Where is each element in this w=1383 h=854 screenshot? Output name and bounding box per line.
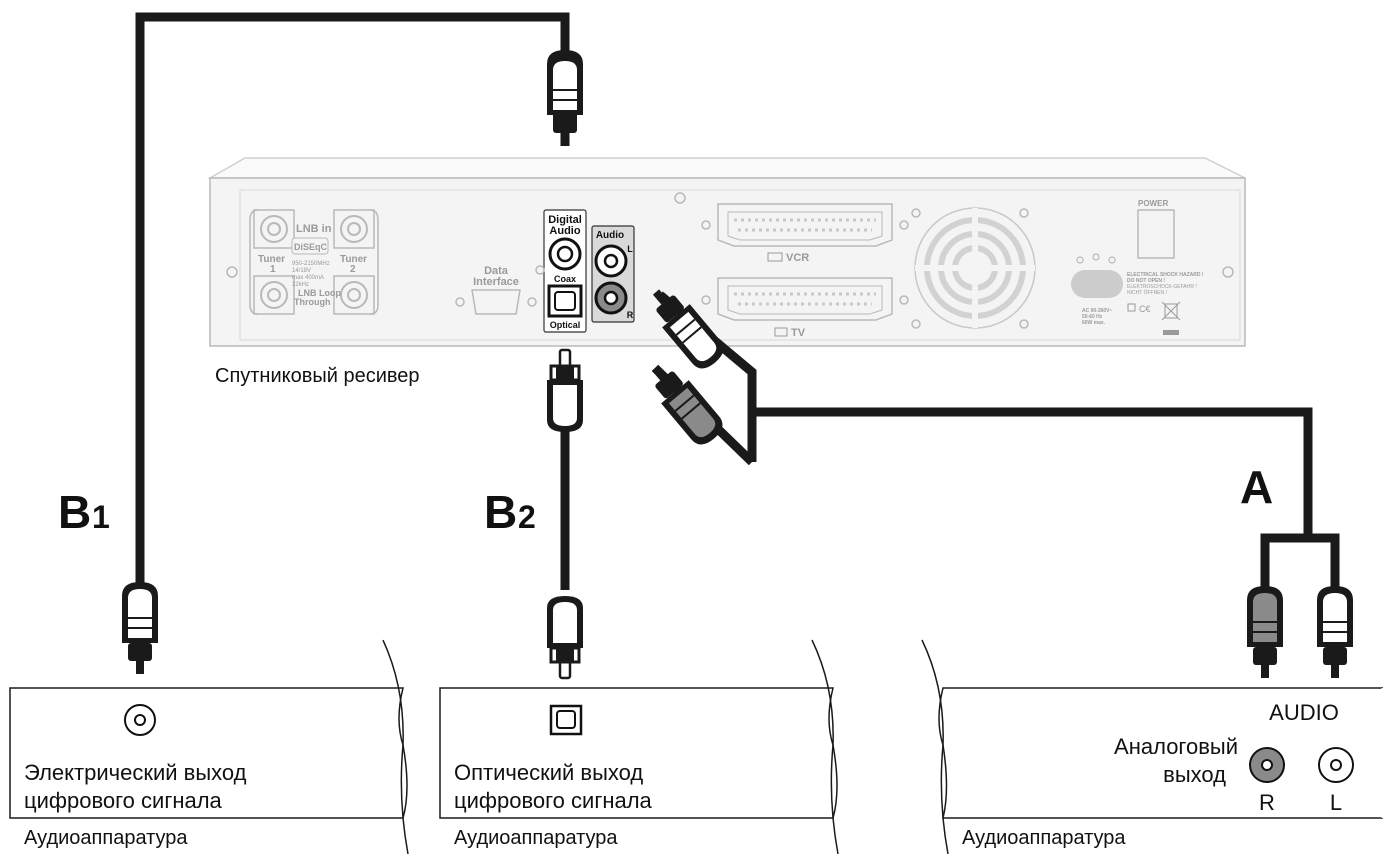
screw-icon [226, 266, 238, 278]
middle-output-line-1: Оптический выход [454, 760, 643, 785]
spec-frequency: 950-2150MHz [292, 261, 330, 267]
ac-line-3: 60W max. [1082, 320, 1106, 326]
audio-label-digital: Audio [549, 225, 580, 237]
power-area: POWER ELECTRICAL SHOCK HAZARD ! DO NOT O… [1071, 199, 1204, 335]
audio-title: AUDIO [1269, 700, 1339, 725]
spec-tone: 22kHz [292, 282, 309, 288]
ce-mark-icon: C€ [1127, 303, 1151, 314]
rca-plug-a-left [652, 289, 724, 369]
tv-label: TV [791, 327, 806, 339]
label-b1-sub: 1 [92, 499, 110, 535]
warning-line-3: ELEKTROSCHOCK-GEFAHR ! [1127, 284, 1197, 290]
data-interface-port: Data Interface [455, 265, 537, 315]
svg-text:C€: C€ [1139, 304, 1151, 314]
warning-line-1: ELECTRICAL SHOCK HAZARD ! [1127, 272, 1204, 278]
power-switch [1137, 209, 1175, 259]
power-label: POWER [1138, 199, 1168, 208]
receiver-top-face [207, 157, 1246, 179]
lnb-through-label: Through [294, 297, 331, 307]
label-b1: B [58, 486, 91, 538]
data-interface-label-2: Interface [473, 276, 519, 288]
optical-plug-b2-top [545, 348, 585, 434]
rca-plug-a-right [651, 365, 723, 445]
tuner2-lnb-in-port [333, 209, 375, 249]
audio-l-label: L [627, 244, 633, 254]
digital-audio-ports: Digital Audio Coax Optical [535, 209, 587, 333]
ac-line-2: 50-60 Hz [1082, 314, 1103, 320]
rca-plug-b1-bottom [121, 581, 159, 675]
data-interface-label-1: Data [484, 265, 509, 277]
analog-output-line-1: Аналоговый [1114, 734, 1238, 759]
screw-icon [674, 192, 686, 204]
tuner1-label: Tuner [258, 254, 285, 265]
rca-plug-a-bottom-r [1246, 585, 1284, 679]
scart-tv-port: TV [701, 277, 909, 339]
jack-r-label: R [1259, 790, 1275, 815]
ac-line-1: AC 90-260V~ [1082, 308, 1113, 314]
middle-device-caption: Аудиоаппаратура [454, 827, 618, 849]
screw-icon [1222, 266, 1234, 278]
vcr-label: VCR [786, 252, 809, 264]
optical-label: Optical [550, 320, 581, 330]
receiver-caption: Спутниковый ресивер [215, 365, 420, 387]
lnb-in-label: LNB in [296, 223, 332, 235]
rca-plug-b1-top [546, 53, 584, 147]
audio-label: Audio [596, 230, 624, 241]
digital-label: Digital [548, 214, 582, 226]
analog-output-line-2: выход [1163, 762, 1226, 787]
tuner2-loop-port [333, 275, 375, 315]
left-output-line-2: цифрового сигнала [24, 788, 223, 813]
spec-current: max 400mA [292, 275, 324, 281]
left-device-caption: Аудиоаппаратура [24, 827, 188, 849]
label-a: A [1240, 461, 1273, 513]
power-socket [1071, 270, 1123, 298]
device-right: AUDIO Аналоговый выход R L Аудиоаппарату… [921, 639, 1383, 854]
rca-plug-a-bottom-l [1316, 585, 1354, 679]
scart-vcr-port: VCR [701, 203, 909, 264]
left-output-line-1: Электрический выход [24, 760, 247, 785]
optical-plug-b2-bottom [545, 594, 585, 680]
middle-output-line-2: цифрового сигнала [454, 788, 653, 813]
right-device-caption: Аудиоаппаратура [962, 827, 1126, 849]
jack-l-label: L [1330, 790, 1342, 815]
weee-bin-icon [1161, 301, 1181, 335]
tuner2-label: Tuner [340, 254, 367, 265]
tuner1-loop-port [253, 275, 295, 315]
lnb-loop-label: LNB Loop [298, 288, 341, 298]
label-b2-sub: 2 [518, 499, 536, 535]
tuner1-number: 1 [270, 264, 276, 275]
satellite-receiver: LNB in DiSEqC Tuner 1 Tuner 2 950-2150MH… [207, 157, 1246, 347]
tuner2-number: 2 [350, 264, 356, 275]
spec-voltage: 14/18V [292, 268, 311, 274]
diseqc-label: DiSEqC [294, 242, 328, 252]
warning-line-4: NICHT ÖFFNEN ! [1127, 289, 1167, 296]
tuner-block: LNB in DiSEqC Tuner 1 Tuner 2 950-2150MH… [249, 209, 379, 315]
device-middle: Оптический выход цифрового сигнала Аудио… [439, 639, 839, 854]
device-left: Электрический выход цифрового сигнала Ау… [9, 639, 409, 854]
warning-line-2: DO NOT OPEN ! [1127, 278, 1165, 284]
label-b2: B [484, 486, 517, 538]
tuner1-lnb-in-port [253, 209, 295, 249]
coax-label: Coax [554, 274, 576, 284]
analog-audio-ports: Audio L R [591, 225, 635, 323]
fan-grille-icon [911, 207, 1036, 329]
audio-r-label: R [627, 310, 634, 320]
